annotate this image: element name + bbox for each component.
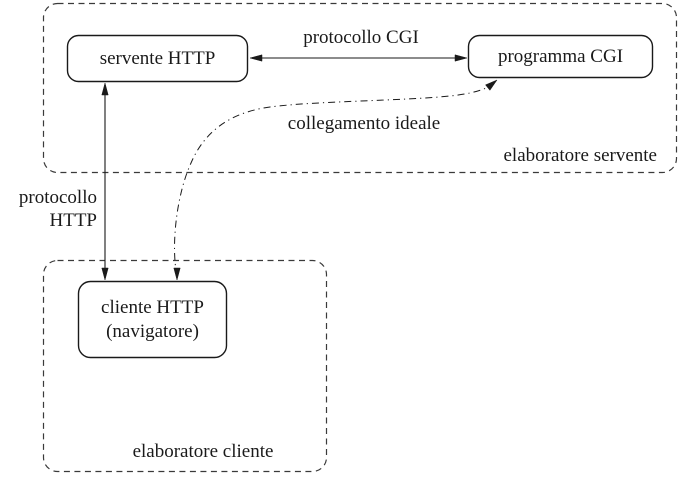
ideal-link-curve: [174, 83, 494, 277]
ideal-link-label: collegamento ideale: [287, 113, 441, 134]
http-protocol-label-line1: protocollo: [18, 187, 97, 208]
cgi-program-node-box: [467, 34, 654, 79]
http-protocol-label: protocollo HTTP: [6, 186, 97, 232]
http-client-node-label: cliente HTTP (navigatore): [78, 281, 227, 358]
arrowhead-down-icon: [101, 267, 109, 281]
ideal-link-arrow: [173, 79, 498, 281]
cgi-program-node-label: programma CGI: [468, 35, 653, 78]
client-container-label: elaboratore cliente: [132, 441, 274, 462]
http-protocol-label-line2: HTTP: [49, 210, 98, 231]
http-client-label-line1: cliente HTTP: [101, 296, 204, 318]
server-container-label: elaboratore servente: [503, 145, 658, 166]
arrowhead-down-icon: [173, 267, 181, 281]
cgi-protocol-arrow: [249, 54, 468, 62]
arrowhead-left-icon: [249, 54, 263, 62]
cgi-protocol-label: protocollo CGI: [303, 27, 419, 48]
arrowhead-up-icon: [101, 82, 109, 96]
http-server-label-text: servente HTTP: [99, 47, 216, 69]
http-protocol-arrow: [101, 82, 109, 281]
server-container-border: [42, 2, 678, 174]
arrowhead-right-icon: [454, 54, 468, 62]
http-server-node-label: servente HTTP: [67, 35, 248, 82]
cgi-program-label-text: programma CGI: [497, 45, 624, 67]
arrowhead-upright-icon: [485, 79, 498, 91]
http-server-node-box: [66, 34, 249, 83]
http-client-label-line2: (navigatore): [106, 320, 199, 342]
client-container-border: [42, 259, 328, 473]
http-client-node-box: [77, 280, 228, 359]
